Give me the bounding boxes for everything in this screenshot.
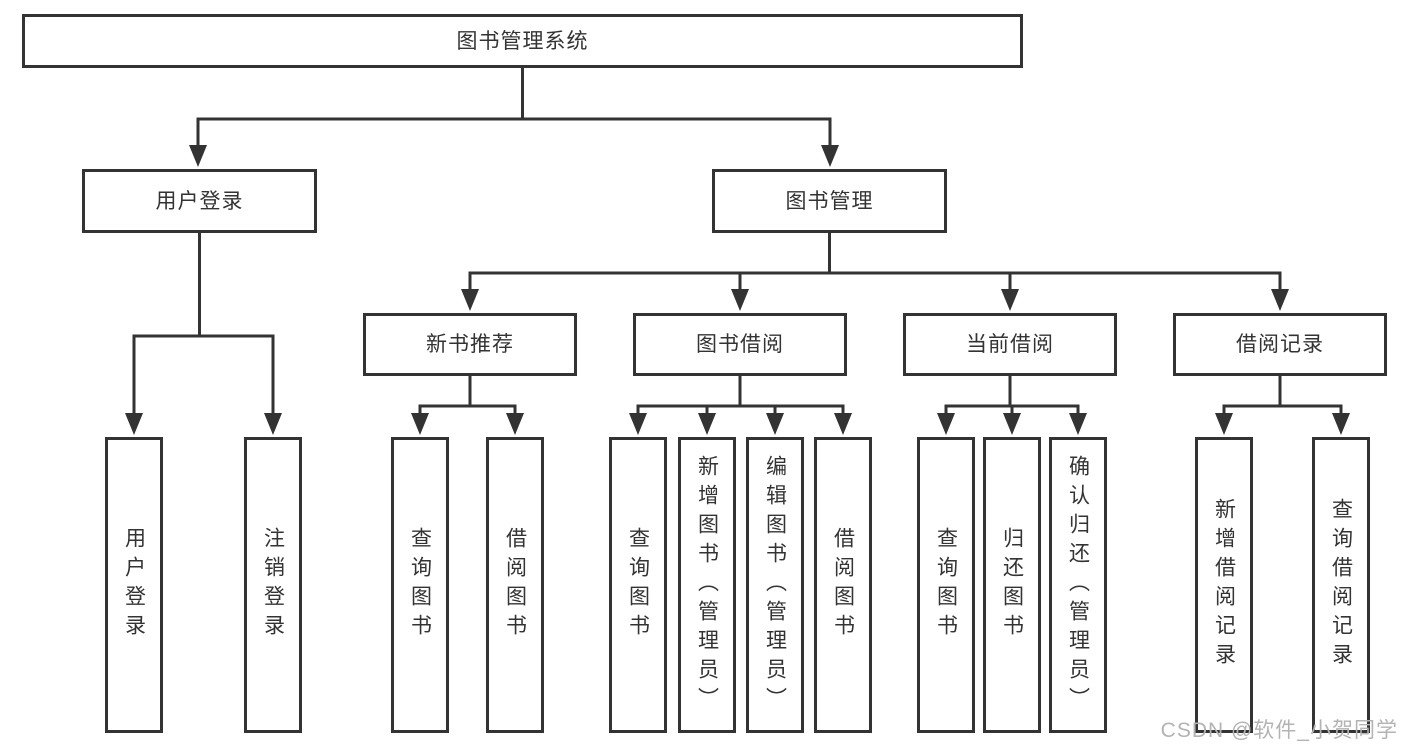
- leaf-borrow-books: 借阅图书: [814, 437, 872, 733]
- node-borrow-records: 借阅记录: [1173, 313, 1387, 376]
- node-user-login-branch: 用户登录: [82, 169, 317, 233]
- leaf-confirm-return-admin: 确认归还（管理员）: [1049, 437, 1107, 733]
- node-new-book-recommend: 新书推荐: [363, 313, 577, 376]
- leaf-query-borrow-record: 查询借阅记录: [1312, 437, 1370, 733]
- leaf-add-books-admin: 新增图书（管理员）: [678, 437, 736, 733]
- leaf-query-books-current: 查询图书: [917, 437, 975, 733]
- leaf-edit-books-admin: 编辑图书（管理员）: [746, 437, 804, 733]
- node-book-borrowing: 图书借阅: [633, 313, 847, 376]
- node-current-borrowing: 当前借阅: [903, 313, 1117, 376]
- leaf-query-books-recommend: 查询图书: [391, 437, 449, 733]
- node-book-management-branch: 图书管理: [712, 169, 947, 233]
- leaf-query-books-borrowing: 查询图书: [609, 437, 667, 733]
- node-book-management-system: 图书管理系统: [22, 14, 1023, 68]
- leaf-add-borrow-record: 新增借阅记录: [1195, 437, 1253, 733]
- leaf-borrow-books-recommend: 借阅图书: [486, 437, 544, 733]
- leaf-return-books: 归还图书: [983, 437, 1041, 733]
- arrow-down-icons: [125, 145, 1350, 435]
- leaf-user-login: 用户登录: [105, 437, 163, 733]
- leaf-logout: 注销登录: [244, 437, 302, 733]
- csdn-watermark: CSDN @软件_小贺同学: [1160, 719, 1398, 742]
